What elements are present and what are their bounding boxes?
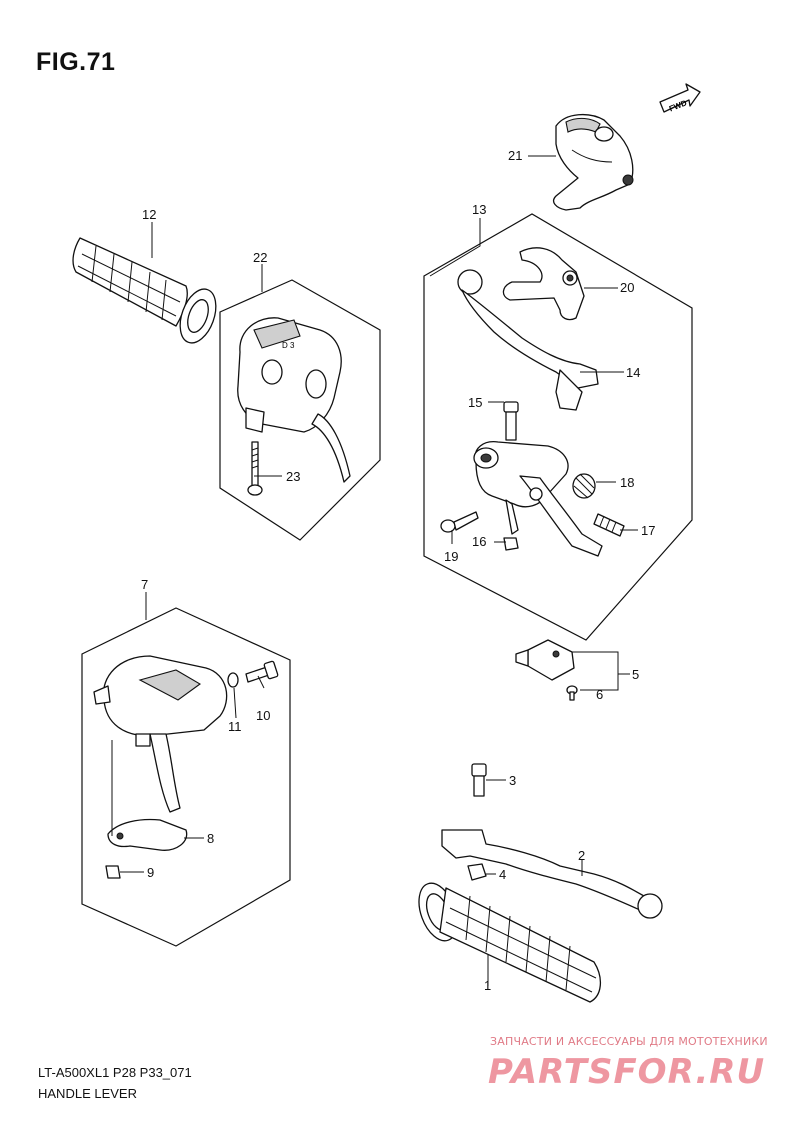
- callout-12: 12: [142, 207, 156, 222]
- part-17-adjuster: [593, 513, 625, 537]
- part-21-cover: [552, 114, 634, 211]
- part-14-lever: [457, 269, 599, 411]
- part-8-cover: [107, 818, 188, 851]
- part-11-washer: [227, 672, 239, 688]
- watermark-brand-logo: PARTSFOR.RU: [488, 1052, 766, 1092]
- callout-14: 14: [626, 365, 640, 380]
- callout-15: 15: [468, 395, 482, 410]
- callout-18: 18: [620, 475, 634, 490]
- callout-5: 5: [632, 667, 639, 682]
- callout-6: 6: [596, 687, 603, 702]
- callout-19: 19: [444, 549, 458, 564]
- section-name: HANDLE LEVER: [38, 1086, 137, 1101]
- part-7-throttle: [93, 655, 228, 813]
- fwd-arrow-icon: FWD: [659, 83, 701, 113]
- figure-title: FIG.71: [36, 48, 116, 76]
- watermark-tagline: ЗАПЧАСТИ И АКСЕССУАРЫ ДЛЯ МОТОТЕХНИКИ: [490, 1035, 768, 1048]
- part-4-nut: [467, 863, 487, 881]
- part-6-screw: [566, 685, 578, 701]
- callout-1: 1: [484, 978, 491, 993]
- master-cylinder-body: [473, 441, 603, 557]
- part-2-lever: [441, 829, 663, 919]
- part-16-nut: [503, 537, 519, 551]
- part-5-switch: [515, 639, 575, 681]
- part-9-screw: [105, 865, 121, 879]
- model-code: LT-A500XL1 P28 P33_071: [38, 1065, 192, 1080]
- callout-13: 13: [472, 202, 486, 217]
- callout-2: 2: [578, 848, 585, 863]
- callout-11: 11: [228, 719, 242, 734]
- part-23-bolt: [247, 441, 263, 496]
- part-1-grip: [418, 882, 601, 1003]
- part-10-bolt: [245, 660, 279, 683]
- callout-17: 17: [641, 523, 655, 538]
- callout-9: 9: [147, 865, 154, 880]
- part-18-cap: [572, 473, 596, 499]
- callout-7: 7: [141, 577, 148, 592]
- svg-text:D 3: D 3: [282, 341, 295, 350]
- part-19-bolt: [440, 511, 479, 533]
- part-15-pin: [503, 401, 519, 441]
- part-20-bracket: [502, 247, 585, 321]
- callout-21: 21: [508, 148, 522, 163]
- callout-4: 4: [499, 867, 506, 882]
- callout-8: 8: [207, 831, 214, 846]
- part-3-bolt: [471, 763, 487, 797]
- callout-labels: 21 12 22 13 20 14 15 23 18 17 16 19 5 6 …: [141, 148, 655, 993]
- callout-23: 23: [286, 469, 300, 484]
- callout-16: 16: [472, 534, 486, 549]
- callout-10: 10: [256, 708, 270, 723]
- callout-20: 20: [620, 280, 634, 295]
- callout-3: 3: [509, 773, 516, 788]
- part-12-grip: [72, 237, 217, 344]
- part-22-switch: D 3: [237, 317, 351, 483]
- leader-lines: [111, 155, 638, 986]
- callout-22: 22: [253, 250, 267, 265]
